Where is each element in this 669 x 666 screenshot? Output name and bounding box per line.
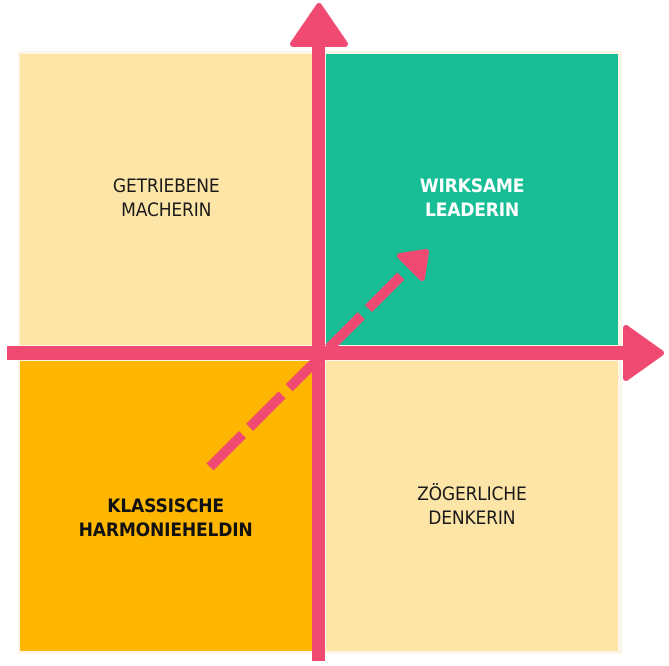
label-line-2: HARMONIEHELDIN [79, 519, 253, 541]
arrow-up-icon [290, 3, 348, 47]
horizontal-axis-arrow [7, 325, 664, 381]
quadrant-bottom-right: ZÖGERLICHE DENKERIN [326, 361, 618, 651]
label-line-2: LEADERIN [424, 199, 520, 221]
label-line-1: WIRKSAME [419, 175, 525, 197]
arrow-diagonal-icon [397, 249, 429, 281]
label-line-1: ZÖGERLICHE [417, 483, 527, 505]
label-line-1: GETRIEBENE [112, 175, 220, 197]
quadrant-label-klassische-harmonieheldin: KLASSISCHE HARMONIEHELDIN [79, 494, 253, 542]
arrow-right-icon [623, 325, 664, 381]
quadrant-top-left: GETRIEBENE MACHERIN [20, 54, 312, 345]
label-line-2: DENKERIN [428, 507, 516, 529]
quadrant-label-wirksame-leaderin: WIRKSAME LEADERIN [419, 174, 525, 222]
quadrant-label-zoegerliche-denkerin: ZÖGERLICHE DENKERIN [417, 482, 527, 530]
dashed-diagonal-arrow [206, 249, 429, 471]
label-line-2: MACHERIN [120, 199, 212, 221]
quadrant-label-getriebene-macherin: GETRIEBENE MACHERIN [113, 174, 220, 222]
label-line-1: KLASSISCHE [107, 495, 225, 517]
